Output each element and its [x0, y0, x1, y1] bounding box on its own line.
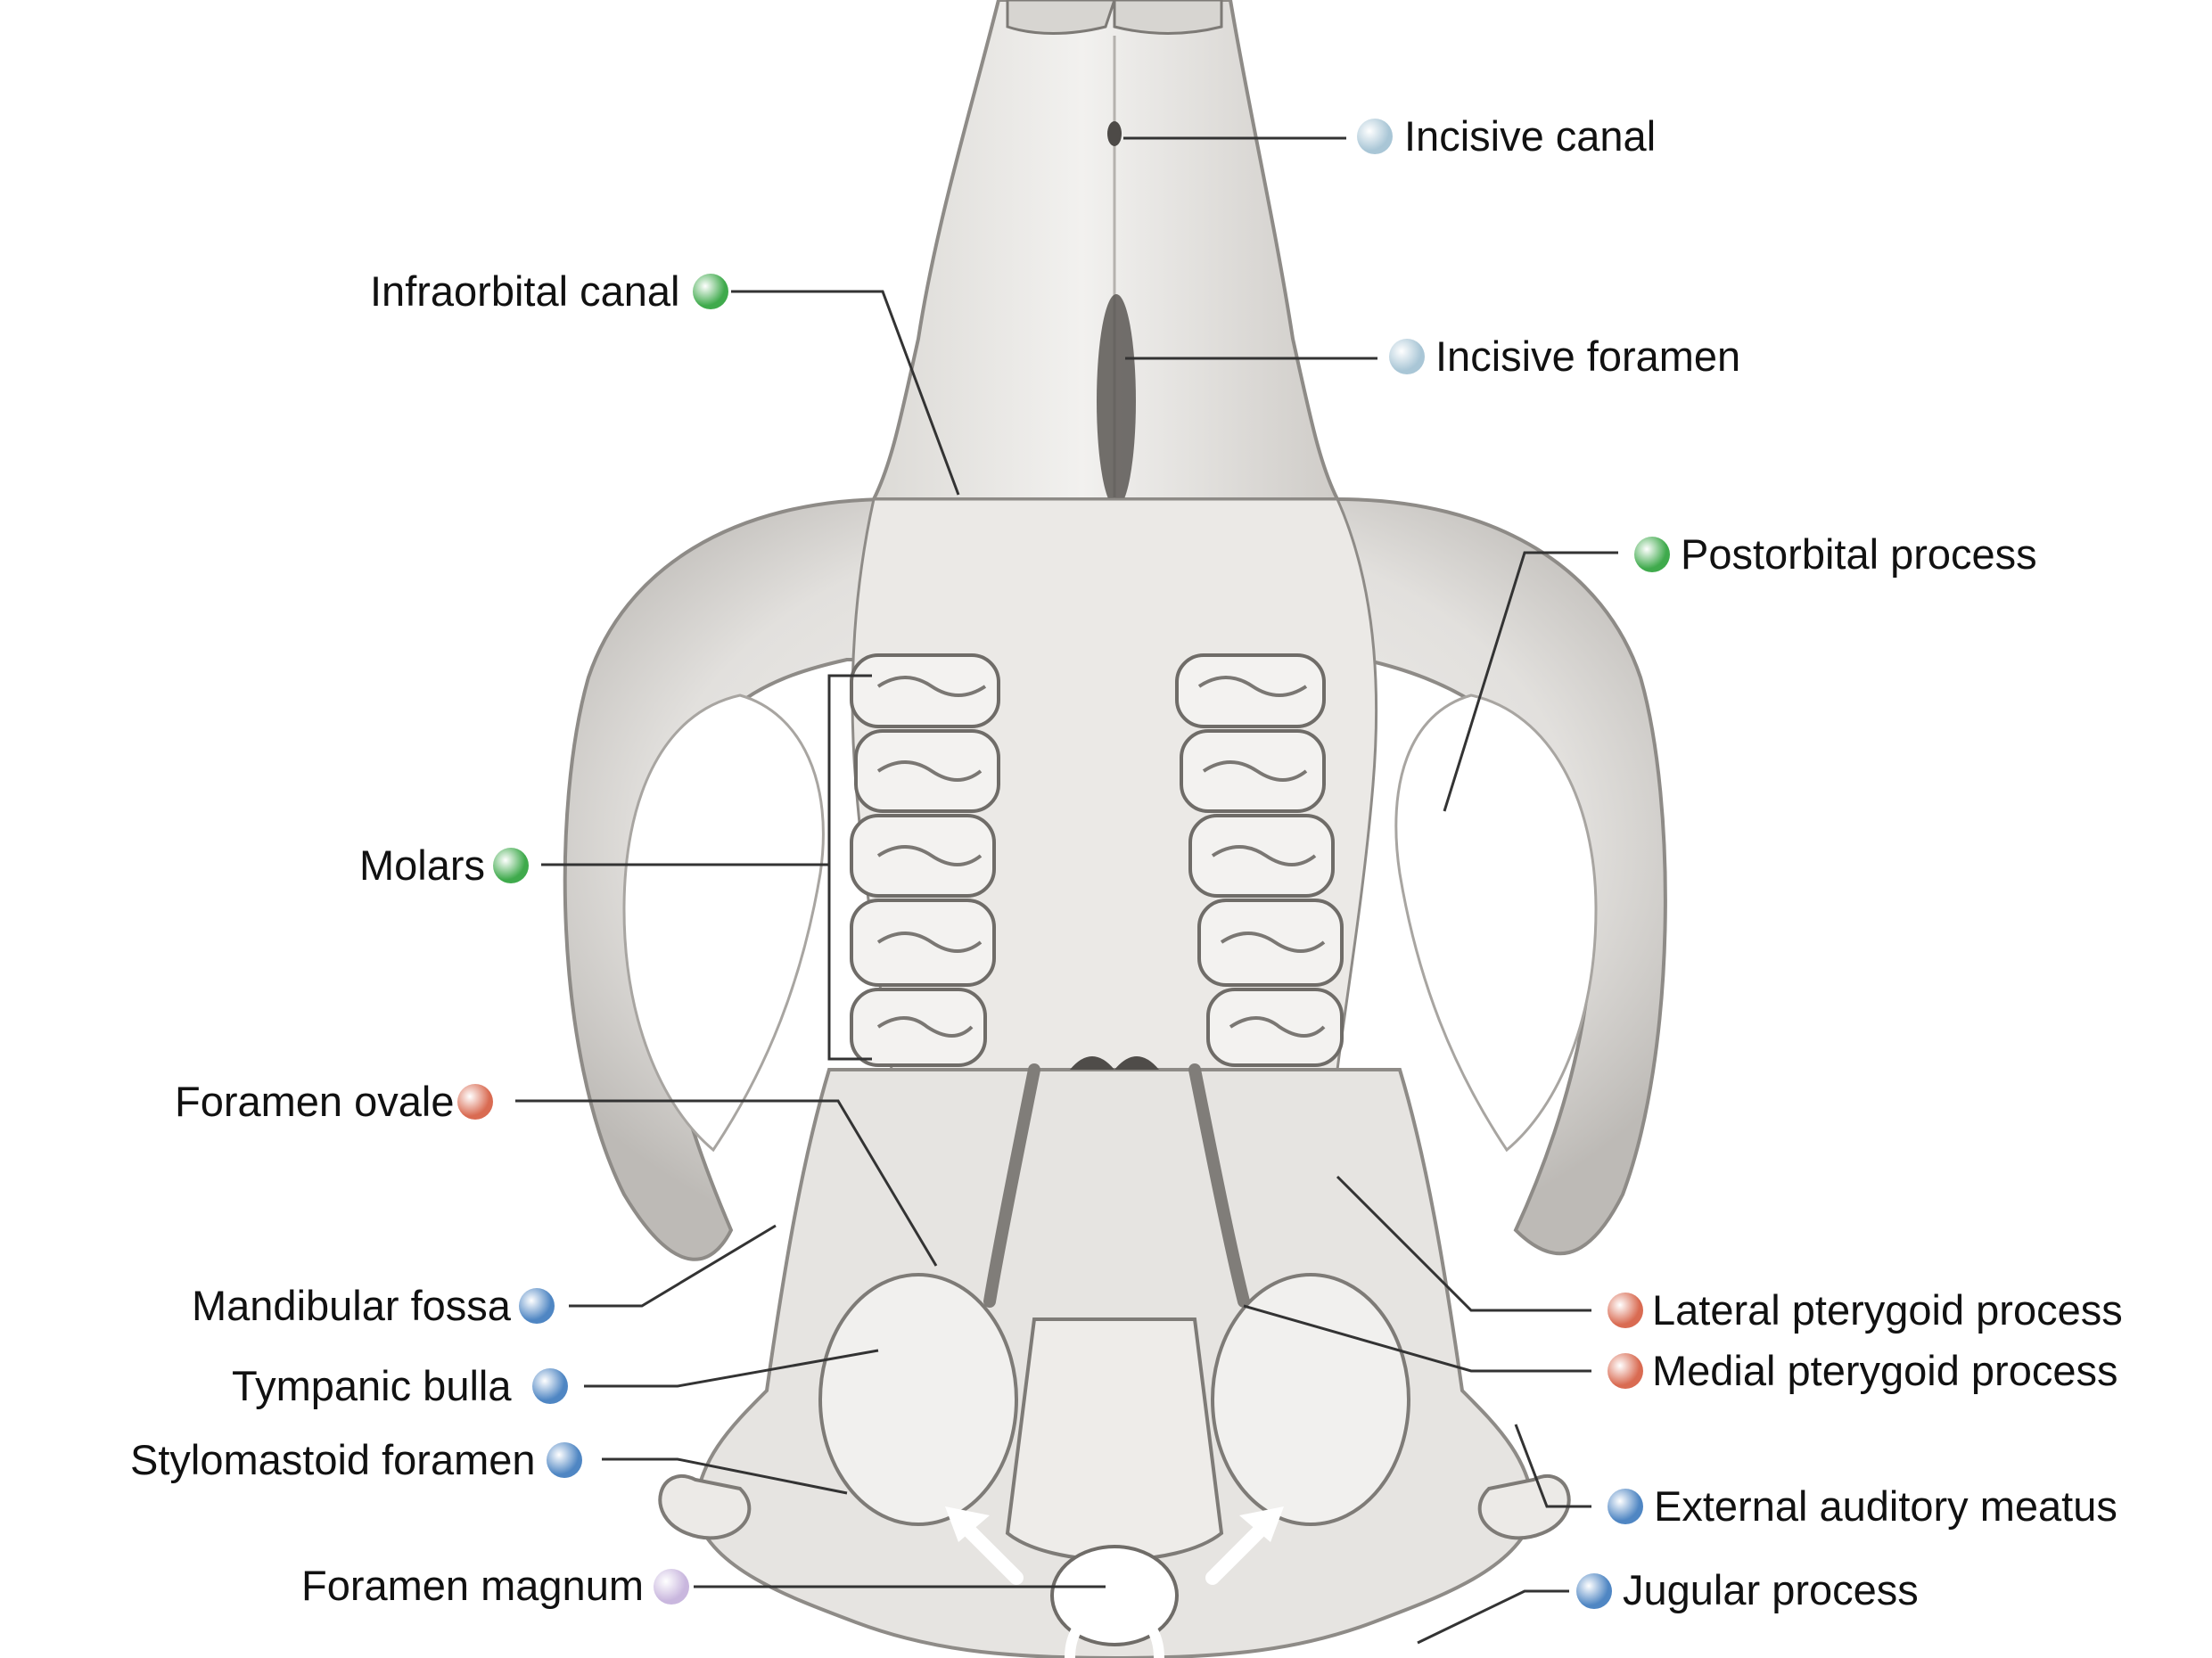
label-mandibular-fossa: Mandibular fossa — [192, 1282, 511, 1329]
leader-stylomastoid-foramen — [602, 1457, 848, 1495]
postorbital-process-dot — [1634, 537, 1670, 572]
label-incisive-foramen: Incisive foramen — [1435, 332, 1741, 380]
foramen-ovale-dot — [457, 1084, 493, 1120]
label-postorbital-process: Postorbital process — [1681, 530, 2037, 578]
incisive-foramen-dot — [1389, 339, 1425, 374]
leader-molars-bracket — [827, 674, 872, 1061]
molars-dot — [493, 848, 529, 883]
left-orbit — [622, 694, 825, 1153]
incisive-canal-dot — [1357, 119, 1393, 154]
leader-medial-pterygoid-process — [1243, 1304, 1591, 1373]
medial-pterygoid-process-dot — [1608, 1353, 1643, 1389]
leader-jugular-process — [1417, 1589, 1569, 1645]
label-molars: Molars — [359, 841, 486, 889]
label-external-auditory-meatus: External auditory meatus — [1654, 1482, 2117, 1530]
jugular-process-dot — [1576, 1573, 1612, 1609]
leader-lines — [515, 136, 1618, 1645]
leader-infraorbital-canal — [731, 290, 960, 496]
label-lateral-pterygoid-process: Lateral pterygoid process — [1652, 1286, 2123, 1334]
right-tympanic-bulla-shape — [1211, 1273, 1410, 1526]
label-tympanic-bulla: Tympanic bulla — [232, 1362, 512, 1409]
infraorbital-canal-dot — [693, 274, 728, 309]
stylomastoid-foramen-dot — [547, 1442, 582, 1478]
leader-lateral-pterygoid-process — [1336, 1175, 1591, 1312]
label-foramen-ovale: Foramen ovale — [175, 1078, 455, 1125]
leader-mandibular-fossa — [569, 1224, 777, 1308]
label-incisive-canal: Incisive canal — [1404, 112, 1657, 160]
left-molar-row — [850, 653, 1000, 1067]
label-medial-pterygoid-process: Medial pterygoid process — [1652, 1347, 2118, 1394]
foramen-magnum-dot — [654, 1569, 689, 1605]
label-foramen-magnum: Foramen magnum — [301, 1562, 644, 1609]
label-infraorbital-canal: Infraorbital canal — [370, 267, 680, 315]
leader-external-auditory-meatus — [1514, 1424, 1591, 1508]
label-stylomastoid-foramen: Stylomastoid foramen — [130, 1436, 536, 1483]
leader-postorbital-process — [1443, 551, 1618, 812]
label-jugular-process: Jugular process — [1623, 1566, 1919, 1613]
leader-foramen-ovale — [515, 1099, 938, 1267]
left-tympanic-bulla-shape — [818, 1273, 1018, 1526]
right-molar-row — [1175, 653, 1344, 1067]
lateral-pterygoid-process-dot — [1608, 1293, 1643, 1328]
mandibular-fossa-dot — [519, 1288, 555, 1324]
external-auditory-meatus-dot — [1608, 1489, 1643, 1524]
tympanic-bulla-dot — [532, 1368, 568, 1404]
leader-tympanic-bulla — [584, 1349, 879, 1388]
